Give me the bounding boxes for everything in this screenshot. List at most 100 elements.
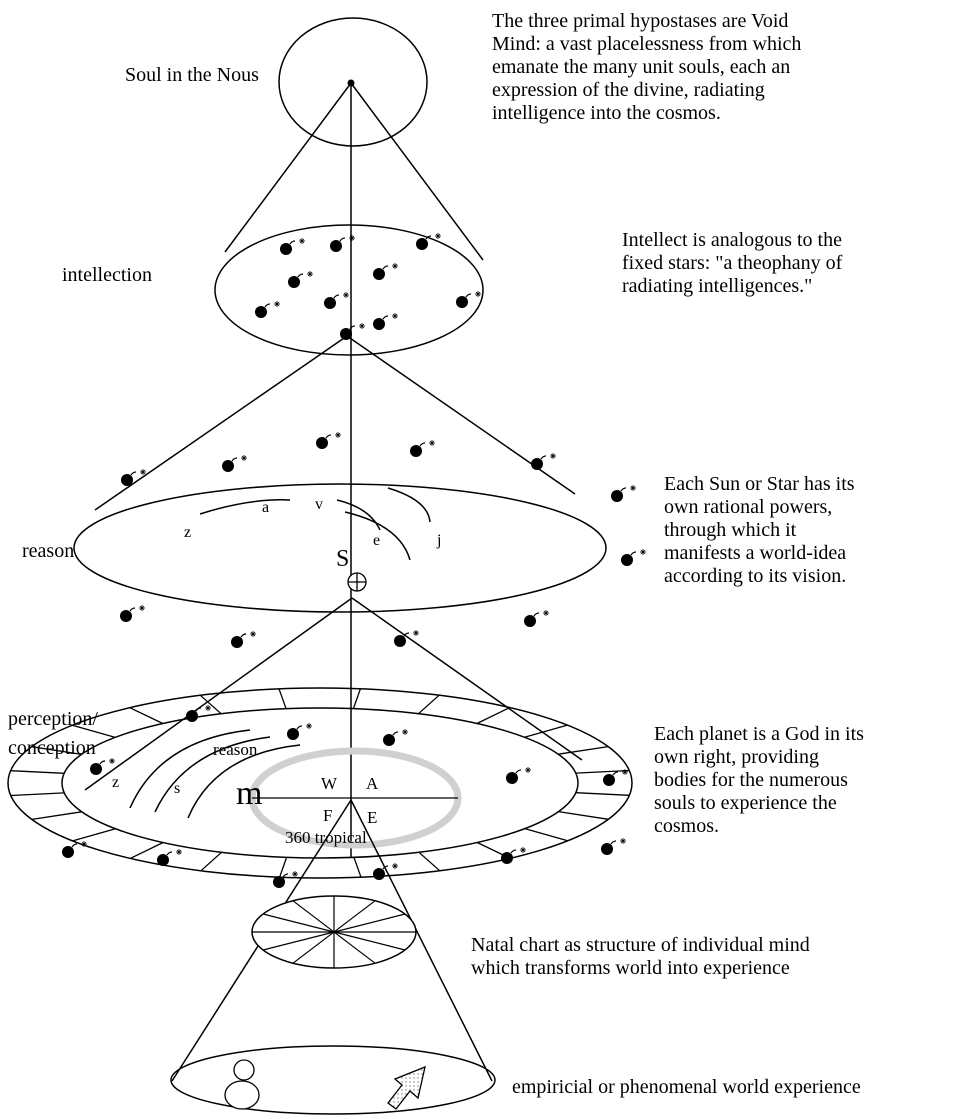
stars-field: [61, 232, 647, 889]
zodiac-division-tick: [558, 745, 609, 755]
cone-line: [346, 335, 576, 495]
bomb-star-icon: [393, 629, 420, 648]
zodiac-division-tick: [31, 811, 82, 821]
bomb-star-icon: [230, 630, 257, 649]
earth-symbol-icon: [347, 572, 367, 592]
bomb-star-icon: [600, 837, 627, 856]
bomb-star-icon: [372, 312, 399, 331]
zodiac-division-tick: [476, 707, 510, 725]
bomb-star-icon: [286, 722, 313, 741]
zodiac-division-tick: [575, 769, 630, 774]
zodiac-division-tick: [575, 792, 630, 796]
bomb-star-icon: [254, 300, 281, 319]
mind-arc: [187, 744, 301, 819]
zodiac-division-tick: [524, 827, 568, 842]
elements-glyph: m: [236, 775, 262, 812]
zodiac-outer-ring: [7, 687, 633, 879]
sun-letter: S: [336, 546, 349, 572]
cone-line: [350, 799, 493, 1082]
reason-label: reason: [22, 540, 74, 562]
bomb-star-icon: [119, 604, 146, 623]
zodiac-division-tick: [524, 724, 568, 738]
person-figure-icon: [224, 1059, 260, 1110]
perception-label-line1: perception/: [8, 708, 98, 730]
description-line: bodies for the numerous: [654, 769, 848, 791]
arc-letter: s: [174, 780, 180, 797]
description-line: Intellect is analogous to the: [622, 229, 842, 251]
perception-label-line2: conception: [8, 737, 96, 759]
description-line: intelligence into the cosmos.: [492, 102, 721, 124]
zodiac-division-tick: [10, 792, 65, 797]
world-ellipse: [170, 1045, 496, 1115]
description-line: which transforms world into experience: [471, 957, 790, 979]
description-line: emanate the many unit souls, each an: [492, 56, 791, 78]
natal-chart-houses: [252, 896, 416, 968]
orbit-arc: [344, 511, 411, 561]
bomb-star-icon: [279, 237, 306, 256]
mind-arc: [154, 736, 271, 813]
bomb-star-icon: [382, 728, 409, 747]
description-line: manifests a world-idea: [664, 542, 847, 564]
zodiac-division-tick: [199, 694, 222, 715]
bomb-star-icon: [61, 840, 88, 859]
description-line: cosmos.: [654, 815, 719, 837]
zodiac-division-tick: [31, 746, 82, 756]
planet-letter: j: [436, 532, 441, 549]
arc-label: reason: [213, 740, 258, 759]
mind-arc: [129, 729, 251, 809]
bomb-star-icon: [339, 322, 366, 341]
description-line: through which it: [664, 519, 797, 541]
bomb-star-icon: [89, 757, 116, 776]
description-line: fixed stars: "a theophany of: [622, 252, 843, 274]
zodiac-division-tick: [10, 770, 65, 774]
bomb-star-icon: [323, 291, 350, 310]
zodiac-division-tick: [418, 851, 441, 872]
bomb-star-icon: [620, 548, 647, 567]
bomb-star-icon: [372, 862, 399, 881]
zodiac-division-tick: [72, 724, 116, 739]
nous-circle: [278, 17, 428, 147]
cone-line: [351, 597, 583, 761]
bomb-star-icon: [272, 870, 299, 889]
description-line: radiating intelligences.": [622, 275, 813, 297]
description-line: own rational powers,: [664, 496, 833, 518]
description-line: according to its vision.: [664, 565, 847, 587]
zodiac-divisions: [10, 688, 630, 878]
element-letter: W: [321, 774, 338, 793]
description-line: Natal chart as structure of individual m…: [471, 934, 810, 956]
zodiac-division-tick: [353, 857, 362, 878]
description-line: Mind: a vast placelessness from which: [492, 33, 802, 55]
element-letter: E: [367, 808, 377, 827]
bomb-star-icon: [315, 431, 342, 450]
planet-letter: e: [373, 532, 380, 549]
intellection-label: intellection: [62, 264, 152, 286]
natal-chart-description: Natal chart as structure of individual m…: [471, 934, 810, 980]
zodiac-division-tick: [558, 810, 609, 820]
description-line: own right, providing: [654, 746, 819, 768]
description-line: Each Sun or Star has its: [664, 473, 855, 495]
zodiac-label: 360 tropical: [285, 828, 367, 847]
natal-house-line: [262, 913, 406, 951]
bomb-star-icon: [455, 290, 482, 309]
description-line: empiricial or phenomenal world experienc…: [512, 1076, 861, 1098]
bomb-star-icon: [610, 484, 637, 503]
world-description: empiricial or phenomenal world experienc…: [512, 1076, 861, 1099]
cone-line: [224, 82, 352, 253]
planet-letter: z: [184, 524, 191, 541]
zodiac-division-tick: [352, 688, 362, 709]
bomb-star-icon: [409, 439, 436, 458]
cone-line: [350, 82, 484, 261]
cone-line: [84, 597, 353, 791]
up-right-arrow-icon: [387, 1065, 426, 1110]
planet-letter: a: [262, 499, 269, 516]
orbit-arc: [387, 487, 431, 523]
element-letter: F: [323, 806, 332, 825]
zodiac-division-tick: [278, 857, 288, 878]
arc-letter: z: [112, 774, 119, 791]
reason-ellipse: [73, 483, 607, 613]
bomb-star-icon: [530, 452, 557, 471]
orbit-arc: [199, 499, 291, 515]
